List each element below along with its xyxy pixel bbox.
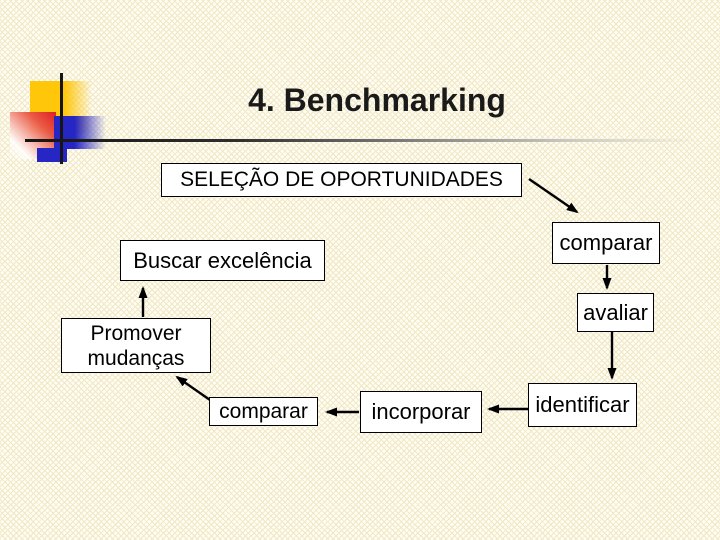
node-comparar-top: comparar	[552, 222, 660, 264]
edge-selecao-to-comparar	[528, 178, 579, 214]
node-buscar-excelencia: Buscar excelência	[120, 240, 325, 281]
slide-title: 4. Benchmarking	[248, 82, 506, 118]
node-incorporar: incorporar	[360, 391, 482, 433]
node-avaliar: avaliar	[577, 293, 654, 332]
edge-comparar-to-promover	[175, 375, 211, 401]
decoration-blue-small-square	[37, 148, 67, 162]
decoration-vertical-line	[60, 73, 63, 164]
node-promover-mudancas: Promover mudanças	[61, 318, 211, 373]
node-comparar-bottom: comparar	[209, 397, 318, 426]
node-selecao-de-oportunidades: SELEÇÃO DE OPORTUNIDADES	[161, 163, 522, 197]
title-underline-rule	[25, 139, 720, 142]
node-identificar: identificar	[528, 383, 637, 427]
